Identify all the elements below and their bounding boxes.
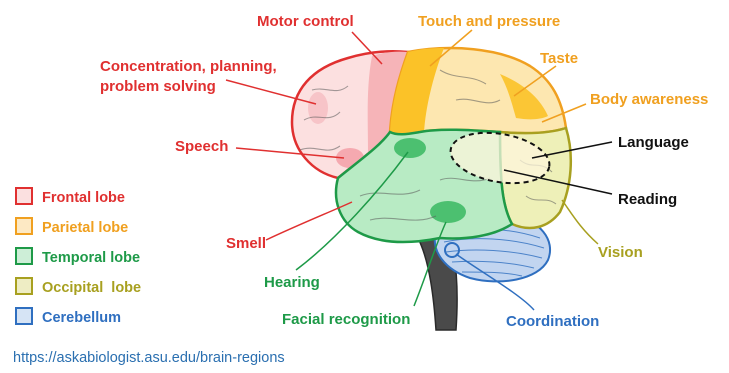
legend-swatch: [16, 248, 32, 264]
legend-label: Temporal lobe: [42, 250, 140, 266]
legend-label: Parietal lobe: [42, 220, 128, 236]
legend-item-cerebellum: Cerebellum: [16, 308, 121, 326]
legend-swatch: [16, 188, 32, 204]
legend-label: Cerebellum: [42, 310, 121, 326]
label-reading: Reading: [618, 191, 677, 208]
label-motor-control: Motor control: [257, 13, 354, 30]
label-hearing: Hearing: [264, 274, 320, 291]
legend: Frontal lobe Parietal lobe Temporal lobe…: [16, 188, 141, 326]
label-vision: Vision: [598, 244, 643, 261]
legend-swatch: [16, 218, 32, 234]
legend-item-temporal: Temporal lobe: [16, 248, 140, 266]
source-link[interactable]: https://askabiologist.asu.edu/brain-regi…: [13, 350, 285, 366]
label-smell: Smell: [226, 235, 266, 252]
frontal-highlight: [308, 92, 328, 124]
hearing-area: [394, 138, 426, 158]
legend-item-parietal: Parietal lobe: [16, 218, 128, 236]
label-concentration-1: Concentration, planning,: [100, 58, 277, 75]
label-speech: Speech: [175, 138, 228, 155]
label-coordination: Coordination: [506, 313, 599, 330]
label-facial-recognition: Facial recognition: [282, 311, 410, 328]
label-body-awareness: Body awareness: [590, 91, 708, 108]
facial-recognition-area: [430, 201, 466, 223]
label-concentration-2: problem solving: [100, 78, 216, 95]
legend-label: Occipital lobe: [42, 280, 141, 296]
label-touch-pressure: Touch and pressure: [418, 13, 560, 30]
legend-item-frontal: Frontal lobe: [16, 188, 125, 206]
legend-item-occipital: Occipital lobe: [16, 278, 141, 296]
legend-swatch: [16, 308, 32, 324]
label-taste: Taste: [540, 50, 578, 67]
legend-swatch: [16, 278, 32, 294]
legend-label: Frontal lobe: [42, 190, 125, 206]
label-language: Language: [618, 134, 689, 151]
